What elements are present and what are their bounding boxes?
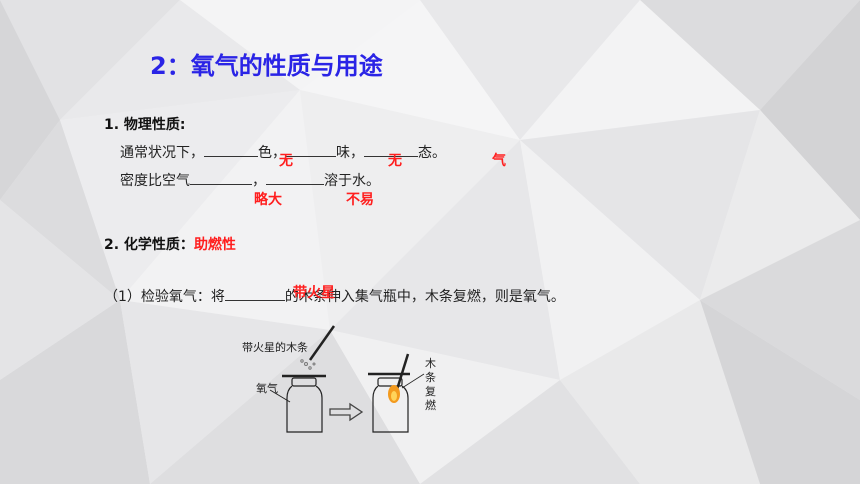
gas-jar-icon xyxy=(282,374,326,433)
label-oxygen: 氧气 xyxy=(256,382,278,395)
page-title: 2：氧气的性质与用途 xyxy=(150,52,383,80)
label-glowing-splint: 带火星的木条 xyxy=(242,341,308,354)
line2-text-3: 溶于水。 xyxy=(324,173,380,189)
oxygen-pointer xyxy=(269,389,291,403)
oxygen-test-diagram xyxy=(269,325,425,433)
flame-icon xyxy=(388,385,400,403)
physical-heading: 1. 物理性质: xyxy=(104,117,186,133)
relight-pointer xyxy=(401,373,425,389)
glowing-splint-icon xyxy=(308,325,336,361)
blank-smell xyxy=(286,142,336,157)
line1-text-2: 色 xyxy=(258,145,272,161)
blank-state xyxy=(364,142,418,157)
chemical-heading: 2. 化学性质：助燃性 xyxy=(104,234,236,254)
arrow-right-icon xyxy=(329,402,364,422)
answer-density: 略大 xyxy=(254,192,282,208)
label-splint-relights: 木 条 复 燃 xyxy=(425,357,439,413)
line2-text-2: ， xyxy=(252,173,266,189)
relight-char: 木 xyxy=(425,357,436,370)
blank-solubility xyxy=(266,170,324,185)
chemical-heading-answer: 助燃性 xyxy=(193,237,236,253)
answer-state: 气 xyxy=(492,153,506,169)
answer-smell: 无 xyxy=(388,153,402,169)
physical-line-1: 通常状况下， 色， 味， 态。 xyxy=(120,142,446,162)
answer-splint: 带火星 xyxy=(293,285,335,301)
chemical-heading-label: 2. 化学性质： xyxy=(104,237,194,253)
relight-char: 复 xyxy=(425,385,436,398)
line2-text-1: 密度比空气 xyxy=(120,173,190,189)
answer-solubility: 不易 xyxy=(346,192,374,208)
test-text-2: 的木条伸入集气瓶中，木条复燃，则是氧气。 xyxy=(284,289,565,305)
answer-color: 无 xyxy=(279,153,293,169)
gas-jar-icon-2 xyxy=(368,372,410,433)
relight-char: 条 xyxy=(425,371,436,384)
relight-char: 燃 xyxy=(425,399,436,412)
test-text-1: （1）检验氧气：将 xyxy=(104,289,225,305)
line1-text-4: 味， xyxy=(336,145,364,161)
oxygen-test-line: （1）检验氧气：将 的木条伸入集气瓶中，木条复燃，则是氧气。 xyxy=(104,286,565,306)
blank-density xyxy=(190,170,252,185)
blank-color xyxy=(204,142,258,157)
glow-icon xyxy=(300,359,316,370)
line1-text-1: 通常状况下， xyxy=(120,145,204,161)
blank-splint xyxy=(224,286,285,301)
line1-text-3: ， xyxy=(272,145,286,161)
line1-text-5: 态。 xyxy=(418,145,446,161)
physical-line-2: 密度比空气 ， 溶于水。 xyxy=(120,170,380,190)
